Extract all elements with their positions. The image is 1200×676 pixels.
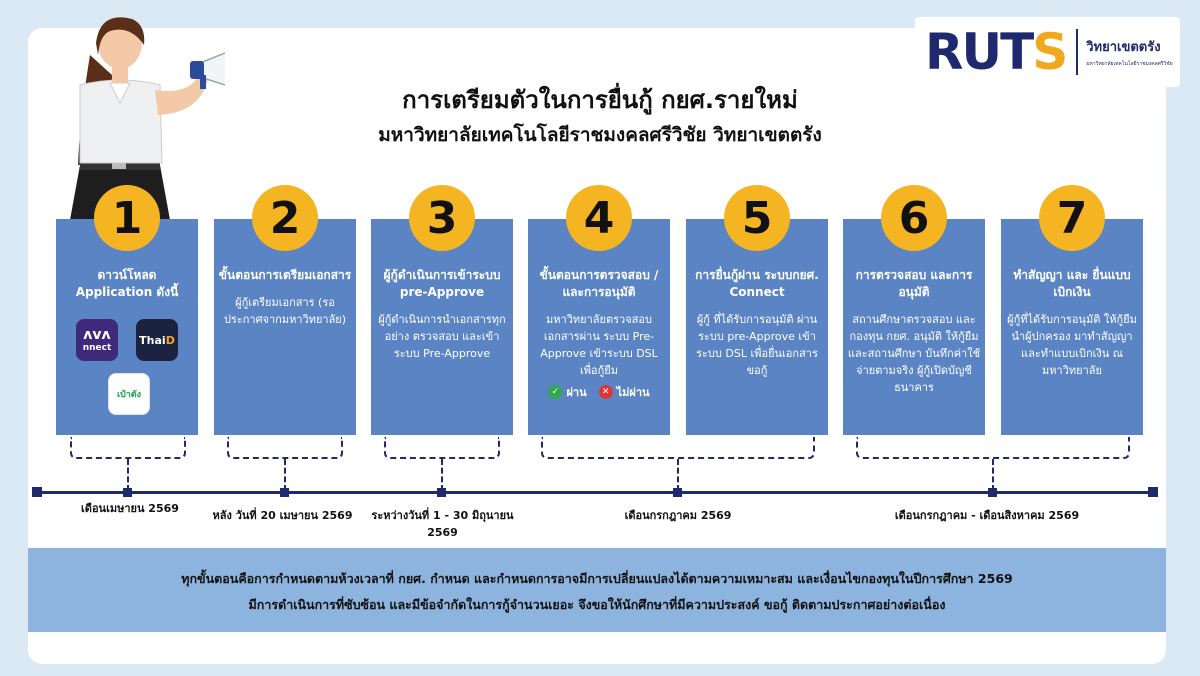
step-body: ผู้กู้ที่ได้รับการอนุมัติ ให้กู้ยืม นำผู… <box>1007 313 1137 377</box>
logo-part2: S <box>1032 23 1068 81</box>
step-body: ผู้กู้ ที่ได้รับการอนุมัติ ผ่านระบบ pre-… <box>696 313 818 377</box>
timeline-label-1: เดือนเมษายน 2569 <box>81 502 179 515</box>
bracket-step-1 <box>70 437 186 459</box>
timeline-end-marker <box>1148 487 1158 497</box>
logo-tagline: มหาวิทยาลัยเทคโนโลยีราชมงคลศรีวิชัย <box>1086 61 1173 67</box>
step-heading: ขั้นตอนการเตรียมเอกสาร <box>218 268 352 282</box>
timeline-label-5: เดือนกรกฎาคม - เดือนสิงหาคม 2569 <box>894 509 1080 522</box>
bracket-stem <box>127 459 129 491</box>
bracket-stem <box>992 459 994 491</box>
step-number-7: 7 <box>1039 185 1105 251</box>
bracket-step-6-7 <box>856 437 1130 459</box>
step-body: มหาวิทยาลัยตรวจสอบเอกสารผ่าน ระบบ Pre-Ap… <box>540 313 658 377</box>
step-card-3: ผู้กู้ดำเนินการเข้าระบบ pre-Approve ผู้ก… <box>371 219 513 435</box>
timeline-label-2: หลัง วันที่ 20 เมษายน 2569 <box>212 509 353 522</box>
timeline-tick <box>437 488 446 497</box>
step-heading: ดาวน์โหลด Application ดังนี้ <box>75 268 179 299</box>
bracket-step-3 <box>384 437 500 459</box>
timeline-label-3: ระหว่างวันที่ 1 - 30 มิถุนายน 2569 <box>371 509 514 539</box>
step-heading: ผู้กู้ดำเนินการเข้าระบบ pre-Approve <box>383 268 501 299</box>
step-number-6: 6 <box>881 185 947 251</box>
logo-subtext: วิทยาเขตตรัง มหาวิทยาลัยเทคโนโลยีราชมงคล… <box>1086 36 1172 68</box>
bracket-step-2 <box>227 437 343 459</box>
logo-wordmark: RUTS <box>925 27 1068 77</box>
timeline-label-4: เดือนกรกฎาคม 2569 <box>624 509 732 522</box>
step-heading: การยื่นกู้ผ่าน ระบบกยศ. Connect <box>695 268 819 299</box>
bracket-stem <box>677 459 679 491</box>
step-heading: ขั้นตอนการตรวจสอบ / และการอนุมัติ <box>539 268 659 299</box>
step-body: ผู้กู้เตรียมเอกสาร (รอประกาศจากมหาวิทยาล… <box>223 296 347 326</box>
check-circle-icon: ✓ <box>548 385 563 399</box>
timeline-line <box>36 491 1154 494</box>
bracket-stem <box>284 459 286 491</box>
fail-label: ไม่ผ่าน <box>616 386 650 399</box>
step-number-3: 3 <box>409 185 475 251</box>
paotang-app-label: เป๋าตัง <box>116 390 142 400</box>
step-heading: ทำสัญญา และ ยื่นแบบเบิกเงิน <box>1013 268 1131 299</box>
paotang-app-icon: เป๋าตัง <box>108 373 150 415</box>
page-subtitle: มหาวิทยาลัยเทคโนโลยีราชมงคลศรีวิชัย วิทย… <box>378 124 822 146</box>
logo-separator <box>1076 29 1079 75</box>
footer-line-2: มีการดำเนินการที่ซับซ้อน และมีข้อจำกัดใน… <box>248 597 946 612</box>
timeline-tick <box>280 488 289 497</box>
timeline-start-marker <box>32 487 42 497</box>
step-card-4: ขั้นตอนการตรวจสอบ / และการอนุมัติ มหาวิท… <box>528 219 670 435</box>
pass-label: ผ่าน <box>566 386 587 399</box>
thaid-app-accent: D <box>165 333 175 347</box>
timeline-tick <box>123 488 132 497</box>
bracket-step-4-5 <box>541 437 815 459</box>
megaphone-icon <box>190 52 225 89</box>
connect-app-label: nnect <box>82 343 112 353</box>
footer-notice: ทุกขั้นตอนคือการกำหนดตามห้วงเวลาที่ กยศ.… <box>28 548 1166 632</box>
timeline-tick <box>673 488 682 497</box>
approval-status: ✓ ผ่าน ✕ ไม่ผ่าน <box>532 383 666 401</box>
step-number-4: 4 <box>566 185 632 251</box>
step-card-2: ขั้นตอนการเตรียมเอกสาร ผู้กู้เตรียมเอกสา… <box>214 219 356 435</box>
page-title: การเตรียมตัวในการยื่นกู้ กยศ.รายใหม่ <box>402 86 798 114</box>
step-number-5: 5 <box>724 185 790 251</box>
step-card-7: ทำสัญญา และ ยื่นแบบเบิกเงิน ผู้กู้ที่ได้… <box>1001 219 1143 435</box>
cross-circle-icon: ✕ <box>598 385 613 399</box>
ruts-logo: RUTS วิทยาเขตตรัง มหาวิทยาลัยเทคโนโลยีรา… <box>915 17 1180 87</box>
step-number-1: 1 <box>94 185 160 251</box>
step-body: สถานศึกษาตรวจสอบ และ กองทุน กยศ. อนุมัติ… <box>847 313 981 394</box>
footer-line-1: ทุกขั้นตอนคือการกำหนดตามห้วงเวลาที่ กยศ.… <box>181 571 1013 586</box>
timeline-tick <box>988 488 997 497</box>
bracket-stem <box>441 459 443 491</box>
logo-part1: RUT <box>925 23 1034 81</box>
step-number-2: 2 <box>252 185 318 251</box>
thaid-app-label: Thai <box>139 333 166 347</box>
step-heading: การตรวจสอบ และการอนุมัติ <box>855 268 973 299</box>
step-card-5: การยื่นกู้ผ่าน ระบบกยศ. Connect ผู้กู้ ท… <box>686 219 828 435</box>
step-body: ผู้กู้ดำเนินการนำเอกสารทุกอย่าง ตรวจสอบ … <box>378 313 506 360</box>
step-card-6: การตรวจสอบ และการอนุมัติ สถานศึกษาตรวจสอ… <box>843 219 985 435</box>
logo-campus: วิทยาเขตตรัง <box>1086 40 1161 55</box>
